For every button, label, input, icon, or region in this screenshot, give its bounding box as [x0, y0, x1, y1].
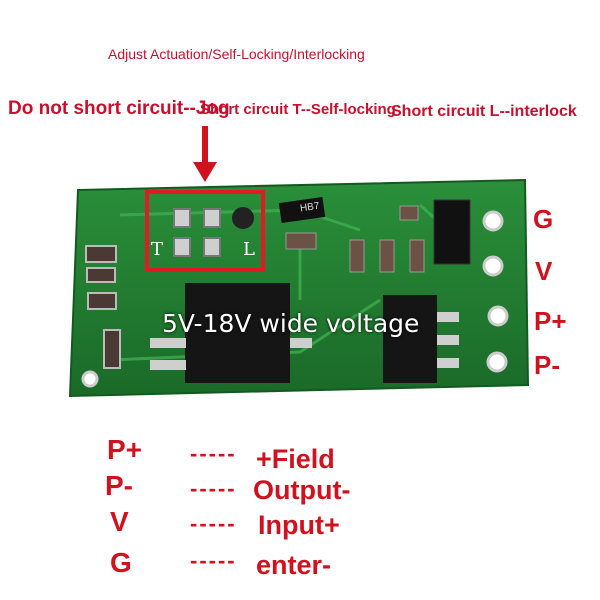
header-title: Adjust Actuation/Self-Locking/Interlocki… — [108, 46, 365, 62]
legend-key-v: V — [110, 506, 129, 537]
jog-note: Do not short circuit--Jog — [8, 98, 230, 119]
legend-key-g: G — [110, 547, 132, 578]
legend-dash-2: ----- — [190, 476, 237, 501]
down-arrow-icon — [193, 126, 217, 182]
legend-key-pminus: P- — [105, 470, 133, 501]
legend-dash-1: ----- — [190, 441, 237, 466]
self-locking-note: Short circuit T--Self-locking — [200, 101, 396, 118]
pin-label-pminus: P- — [534, 350, 560, 380]
legend-val-input: Input+ — [258, 510, 340, 540]
pin-label-g: G — [533, 204, 554, 234]
legend-val-field: +Field — [256, 444, 335, 474]
interlock-note: Short circuit L--interlock — [391, 103, 577, 120]
jumper-l-label: L — [243, 239, 255, 260]
pin-label-v: V — [535, 256, 553, 286]
legend-dash-3: ----- — [190, 511, 237, 536]
legend-val-enter: enter- — [256, 550, 332, 580]
legend-key-pplus: P+ — [107, 434, 143, 465]
jumper-t-label: T — [151, 239, 164, 260]
legend-dash-4: ----- — [190, 548, 237, 573]
voltage-label: 5V-18V wide voltage — [162, 309, 420, 338]
pin-label-pplus: P+ — [534, 306, 567, 336]
legend-val-output: Output- — [253, 475, 351, 505]
